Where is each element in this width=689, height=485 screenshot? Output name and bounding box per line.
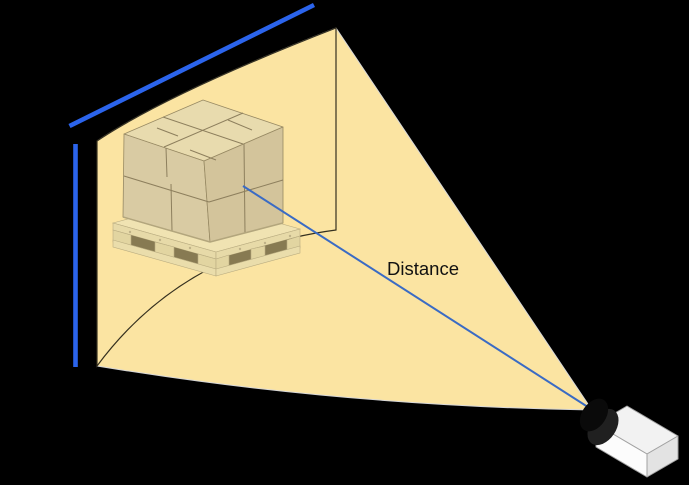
camera-body-right (646, 435, 679, 478)
fov-width-line (68, 2, 316, 129)
box-stack-base-shadow (122, 216, 284, 243)
distance-label: Distance (387, 258, 459, 279)
camera-lens-icon (579, 398, 619, 446)
pallet-nail-dots (128, 230, 292, 251)
projection-plane-outline (96, 27, 337, 368)
camera-icon (579, 398, 679, 478)
box-stack-icon (122, 99, 284, 243)
box-seams (123, 112, 284, 234)
pallet-runner-right (215, 245, 301, 277)
distance-line (242, 185, 592, 410)
lens-front (579, 398, 609, 432)
